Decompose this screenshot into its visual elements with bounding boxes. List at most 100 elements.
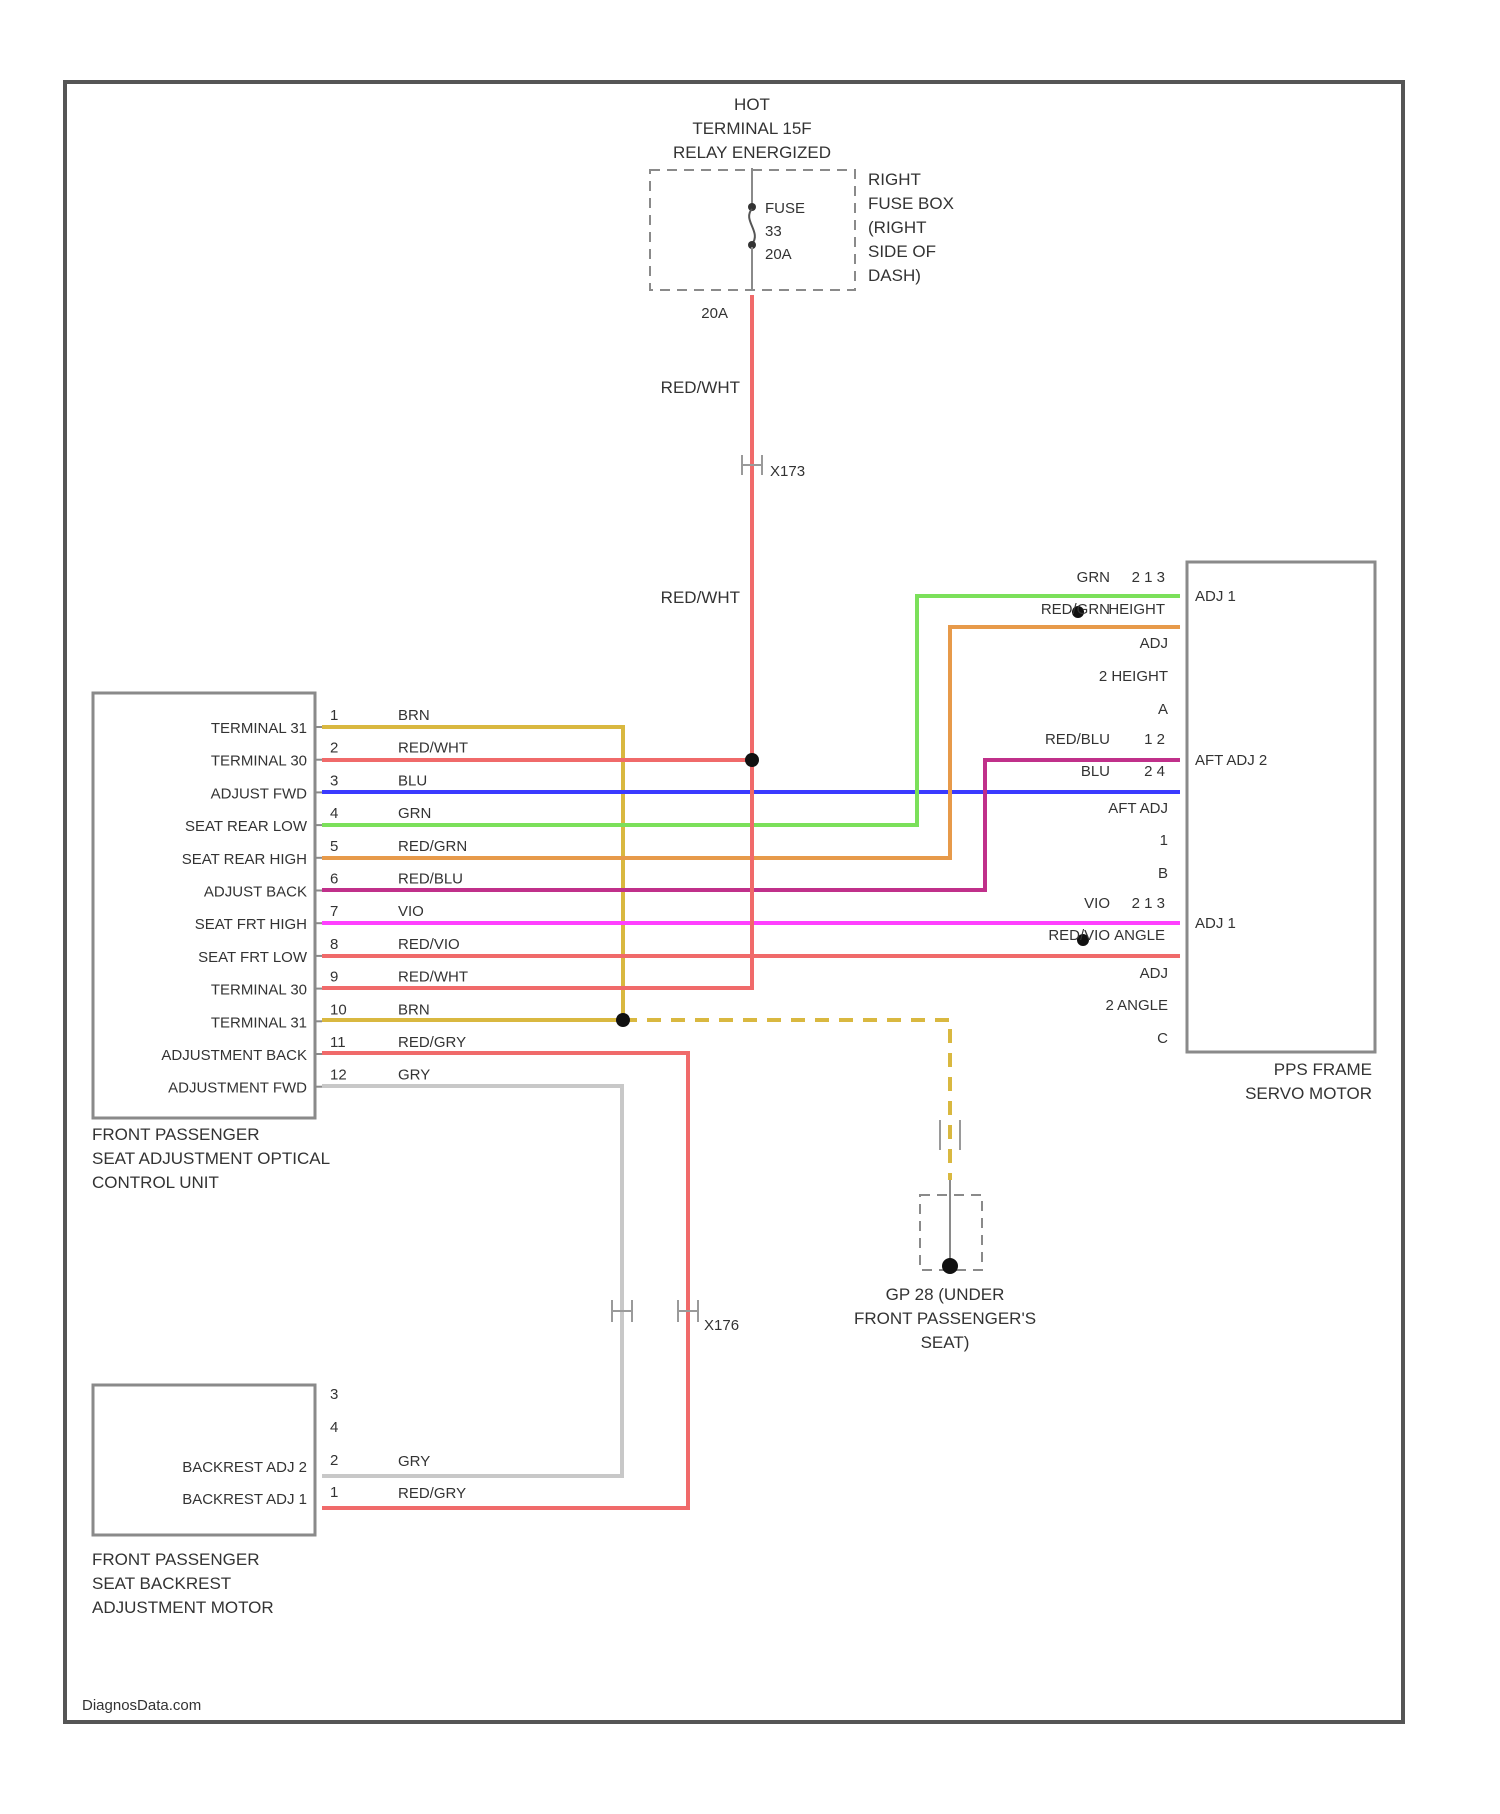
- servo-inner-label: 2 ANGLE: [1105, 997, 1168, 1014]
- pin-number: 7: [330, 903, 338, 920]
- servo-inner-label: AFT ADJ 2: [1195, 752, 1267, 769]
- ground-label-line: FRONT PASSENGER'S: [854, 1309, 1036, 1328]
- connector-label: X173: [770, 463, 805, 480]
- control-unit-name-line: FRONT PASSENGER: [92, 1125, 260, 1144]
- fuse-box-label-line: RIGHT: [868, 170, 921, 189]
- pin-label: ADJUST BACK: [204, 884, 307, 901]
- servo-inner-label: A: [1158, 701, 1168, 718]
- pin-label: SEAT FRT HIGH: [195, 916, 307, 933]
- pin-label: SEAT REAR LOW: [185, 818, 308, 835]
- pin-label: ADJUST FWD: [211, 785, 308, 802]
- diagram-frame: [65, 82, 1403, 1722]
- pin-number: 5: [330, 838, 338, 855]
- backrest-motor-name: FRONT PASSENGER SEAT BACKREST ADJUSTMENT…: [92, 1550, 274, 1617]
- pin-number: 10: [330, 1001, 347, 1018]
- wire-color-label: GRN: [398, 805, 431, 822]
- wire-color-label: RED/GRY: [398, 1485, 466, 1502]
- servo-motor-box: [1187, 562, 1375, 1052]
- fuse-box-label-line: FUSE BOX: [868, 194, 954, 213]
- wire-pin-12: [322, 1086, 622, 1476]
- connector-label: X176: [704, 1317, 739, 1334]
- servo-wire-pin: 1 2: [1144, 731, 1165, 748]
- pin-label: BACKREST ADJ 2: [182, 1459, 307, 1476]
- hot-label: HOT TERMINAL 15F RELAY ENERGIZED: [673, 95, 831, 162]
- servo-wire-pin: 2 4: [1144, 763, 1165, 780]
- fuse-label-line: 33: [765, 223, 782, 240]
- pin-number: 4: [330, 1419, 338, 1436]
- servo-wire-pin: HEIGHT: [1108, 601, 1165, 618]
- pin-label: SEAT FRT LOW: [198, 949, 308, 966]
- servo-wire-pin: ANGLE: [1114, 927, 1165, 944]
- fuse-label-line: 20A: [765, 246, 792, 263]
- wire-color-label: BRN: [398, 707, 430, 724]
- control-unit-name-line: SEAT ADJUSTMENT OPTICAL: [92, 1149, 330, 1168]
- fuse-terminal-label: 20A: [701, 305, 728, 322]
- ground-icon: [942, 1258, 958, 1274]
- servo-inner-label: C: [1157, 1030, 1168, 1047]
- hot-label-line: RELAY ENERGIZED: [673, 143, 831, 162]
- pin-number: 6: [330, 871, 338, 888]
- footer-credit: DiagnosData.com: [82, 1697, 201, 1714]
- control-unit-name-line: CONTROL UNIT: [92, 1173, 219, 1192]
- wire-pin-11: [322, 1053, 688, 1508]
- fuse-icon: [749, 209, 755, 244]
- pin-number: 3: [330, 772, 338, 789]
- servo-inner-label: 2 HEIGHT: [1099, 668, 1168, 685]
- servo-inner-label: ADJ: [1140, 635, 1168, 652]
- pin-number: 3: [330, 1386, 338, 1403]
- hot-label-line: HOT: [734, 95, 770, 114]
- servo-wire-pin: 2 1 3: [1132, 569, 1165, 586]
- wire-color-label: RED/GRY: [398, 1034, 466, 1051]
- servo-inner-label: 1: [1160, 832, 1168, 849]
- servo-motor-name-line: PPS FRAME: [1274, 1060, 1372, 1079]
- backrest-motor-name-line: SEAT BACKREST: [92, 1574, 231, 1593]
- ground-label-line: SEAT): [921, 1333, 970, 1352]
- pin-number: 11: [330, 1034, 346, 1051]
- wire-pin-9: [322, 760, 752, 988]
- servo-motor-name-line: SERVO MOTOR: [1245, 1084, 1372, 1103]
- servo-inner-label: AFT ADJ: [1108, 800, 1168, 817]
- pin-label: TERMINAL 31: [211, 1014, 307, 1031]
- feed-wire-label: RED/WHT: [661, 588, 740, 607]
- feed-wire-label: RED/WHT: [661, 378, 740, 397]
- servo-wire-color: GRN: [1077, 569, 1110, 586]
- pin-label: BACKREST ADJ 1: [182, 1491, 307, 1508]
- wire-color-label: VIO: [398, 903, 424, 920]
- backrest-motor-name-line: FRONT PASSENGER: [92, 1550, 260, 1569]
- wire-color-label: RED/WHT: [398, 969, 468, 986]
- pin-label: ADJUSTMENT FWD: [168, 1080, 307, 1097]
- pin-number: 9: [330, 969, 338, 986]
- servo-motor-name: PPS FRAME SERVO MOTOR: [1245, 1060, 1372, 1103]
- servo-wire-pin: 2 1 3: [1132, 895, 1165, 912]
- backrest-motor-name-line: ADJUSTMENT MOTOR: [92, 1598, 274, 1617]
- fuse-box-label-line: (RIGHT: [868, 218, 927, 237]
- servo-wire-color: VIO: [1084, 895, 1110, 912]
- pin-label: ADJUSTMENT BACK: [161, 1047, 307, 1064]
- pin-number: 2: [330, 740, 338, 757]
- pin-label: TERMINAL 31: [211, 720, 307, 737]
- wire-color-label: GRY: [398, 1067, 430, 1084]
- servo-wire-color: RED/BLU: [1045, 731, 1110, 748]
- wire-color-label: BLU: [398, 772, 427, 789]
- pin-number: 2: [330, 1452, 338, 1469]
- splice-dot: [616, 1013, 630, 1027]
- servo-inner-label: B: [1158, 865, 1168, 882]
- pin-label: SEAT REAR HIGH: [182, 851, 307, 868]
- pin-number: 12: [330, 1067, 347, 1084]
- pin-number: 4: [330, 805, 338, 822]
- fuse-box-label-line: DASH): [868, 266, 921, 285]
- ground-wire: [623, 1020, 950, 1180]
- pin-number: 1: [330, 707, 338, 724]
- ground-label: GP 28 (UNDER FRONT PASSENGER'S SEAT): [854, 1285, 1036, 1352]
- control-unit-name: FRONT PASSENGER SEAT ADJUSTMENT OPTICAL …: [92, 1125, 330, 1192]
- wire-color-label: RED/BLU: [398, 871, 463, 888]
- fuse-label-line: FUSE: [765, 200, 805, 217]
- servo-wire-color: RED/GRN: [1041, 601, 1110, 618]
- hot-label-line: TERMINAL 15F: [692, 119, 811, 138]
- servo-inner-label: ADJ 1: [1195, 915, 1236, 932]
- ground-label-line: GP 28 (UNDER: [886, 1285, 1005, 1304]
- wire-color-label: RED/WHT: [398, 740, 468, 757]
- pin-number: 8: [330, 936, 338, 953]
